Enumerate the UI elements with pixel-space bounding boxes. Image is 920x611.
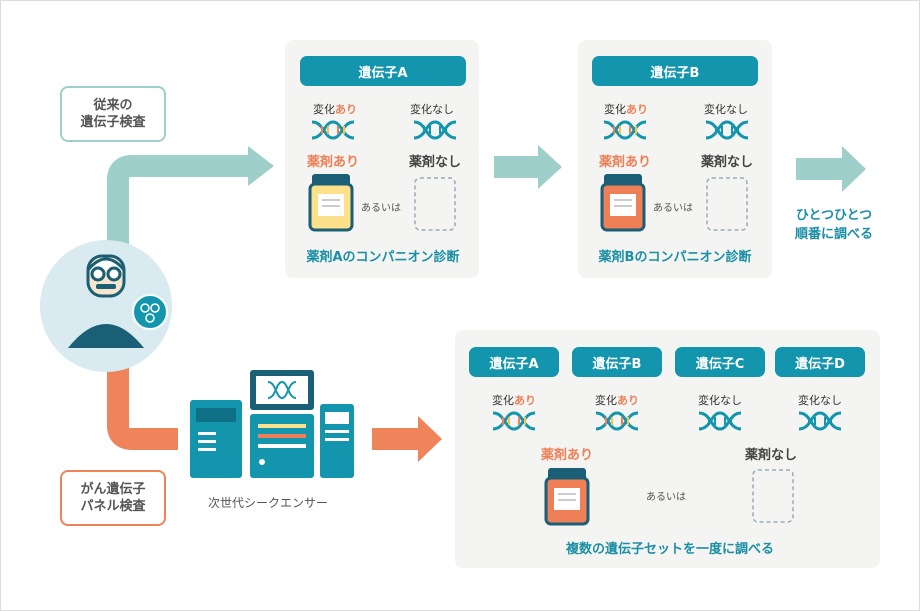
dna-icon	[413, 120, 457, 140]
dna-icon	[705, 120, 749, 140]
change-no-label: 変化なし	[410, 103, 454, 116]
tag-line: パネル検査	[80, 499, 146, 514]
medicine-bottle-icon	[600, 174, 646, 232]
change-suffix: あり	[617, 394, 639, 407]
change-suffix: あり	[626, 103, 648, 116]
gene-a-caption: 薬剤Aのコンパニオン診断	[306, 250, 460, 265]
sequential-line: ひとつひとつ	[795, 208, 873, 223]
empty-bottle-icon	[752, 469, 794, 523]
tag-line: 遺伝子検査	[80, 115, 146, 130]
change-prefix: 変化	[595, 394, 617, 407]
panel-change-label: 変化なし	[790, 392, 850, 408]
drug-yes-label: 薬剤あり	[598, 155, 651, 170]
dna-icon	[603, 120, 647, 140]
sequencer-label: 次世代シークエンサー	[208, 496, 329, 510]
panel-drug-no-label: 薬剤なし	[744, 448, 797, 463]
panel-change-label: 変化あり	[587, 392, 647, 408]
panel-test-tag: がん遺伝子 パネル検査	[60, 470, 166, 526]
panel-gene-a-title: 遺伝子A	[469, 347, 559, 377]
panel-gene-d-title: 遺伝子D	[775, 347, 865, 377]
change-prefix: 変化なし	[698, 394, 742, 407]
drug-yes-label: 薬剤あり	[306, 155, 359, 170]
panel-change-label: 変化あり	[484, 392, 544, 408]
sequential-line: 順番に調べる	[794, 227, 873, 242]
panel-gene-c-title: 遺伝子C	[675, 347, 765, 377]
dna-icon	[698, 411, 742, 431]
drug-no-label: 薬剤なし	[408, 155, 461, 170]
dna-icon	[798, 411, 842, 431]
panel-change-label: 変化なし	[690, 392, 750, 408]
dna-icon	[595, 411, 639, 431]
drug-no-label: 薬剤なし	[700, 155, 753, 170]
change-no-label: 変化なし	[704, 103, 748, 116]
change-prefix: 変化	[492, 394, 514, 407]
tag-line: がん遺伝子	[80, 482, 146, 497]
gene-b-caption: 薬剤Bのコンパニオン診断	[598, 250, 752, 265]
panel-drug-yes-label: 薬剤あり	[540, 448, 593, 463]
panel-gene-b-title: 遺伝子B	[572, 347, 662, 377]
change-prefix: 変化	[604, 103, 626, 116]
dna-icon	[492, 411, 536, 431]
panel-or-label: あるいは	[646, 492, 686, 503]
change-prefix: 変化なし	[798, 394, 842, 407]
conventional-test-tag: 従来の 遺伝子検査	[60, 86, 166, 142]
change-yes-label: 変化あり	[596, 101, 656, 117]
medicine-bottle-icon	[308, 174, 354, 232]
empty-bottle-icon	[706, 177, 748, 231]
medicine-bottle-icon	[544, 468, 590, 526]
doctor-icon	[40, 240, 172, 372]
dna-icon	[311, 120, 355, 140]
gene-a-title: 遺伝子A	[300, 56, 466, 86]
sequential-note: ひとつひとつ 順番に調べる	[784, 206, 884, 244]
panel-caption: 複数の遺伝子セットを一度に調べる	[565, 542, 774, 557]
empty-bottle-icon	[414, 177, 456, 231]
gene-b-title: 遺伝子B	[592, 56, 758, 86]
change-prefix: 変化	[313, 103, 335, 116]
or-label: あるいは	[653, 203, 693, 214]
or-label: あるいは	[361, 203, 401, 214]
change-suffix: あり	[335, 103, 357, 116]
change-suffix: あり	[514, 394, 536, 407]
change-yes-label: 変化あり	[305, 101, 365, 117]
sequencer-icon	[190, 370, 354, 478]
tag-line: 従来の	[93, 98, 133, 113]
